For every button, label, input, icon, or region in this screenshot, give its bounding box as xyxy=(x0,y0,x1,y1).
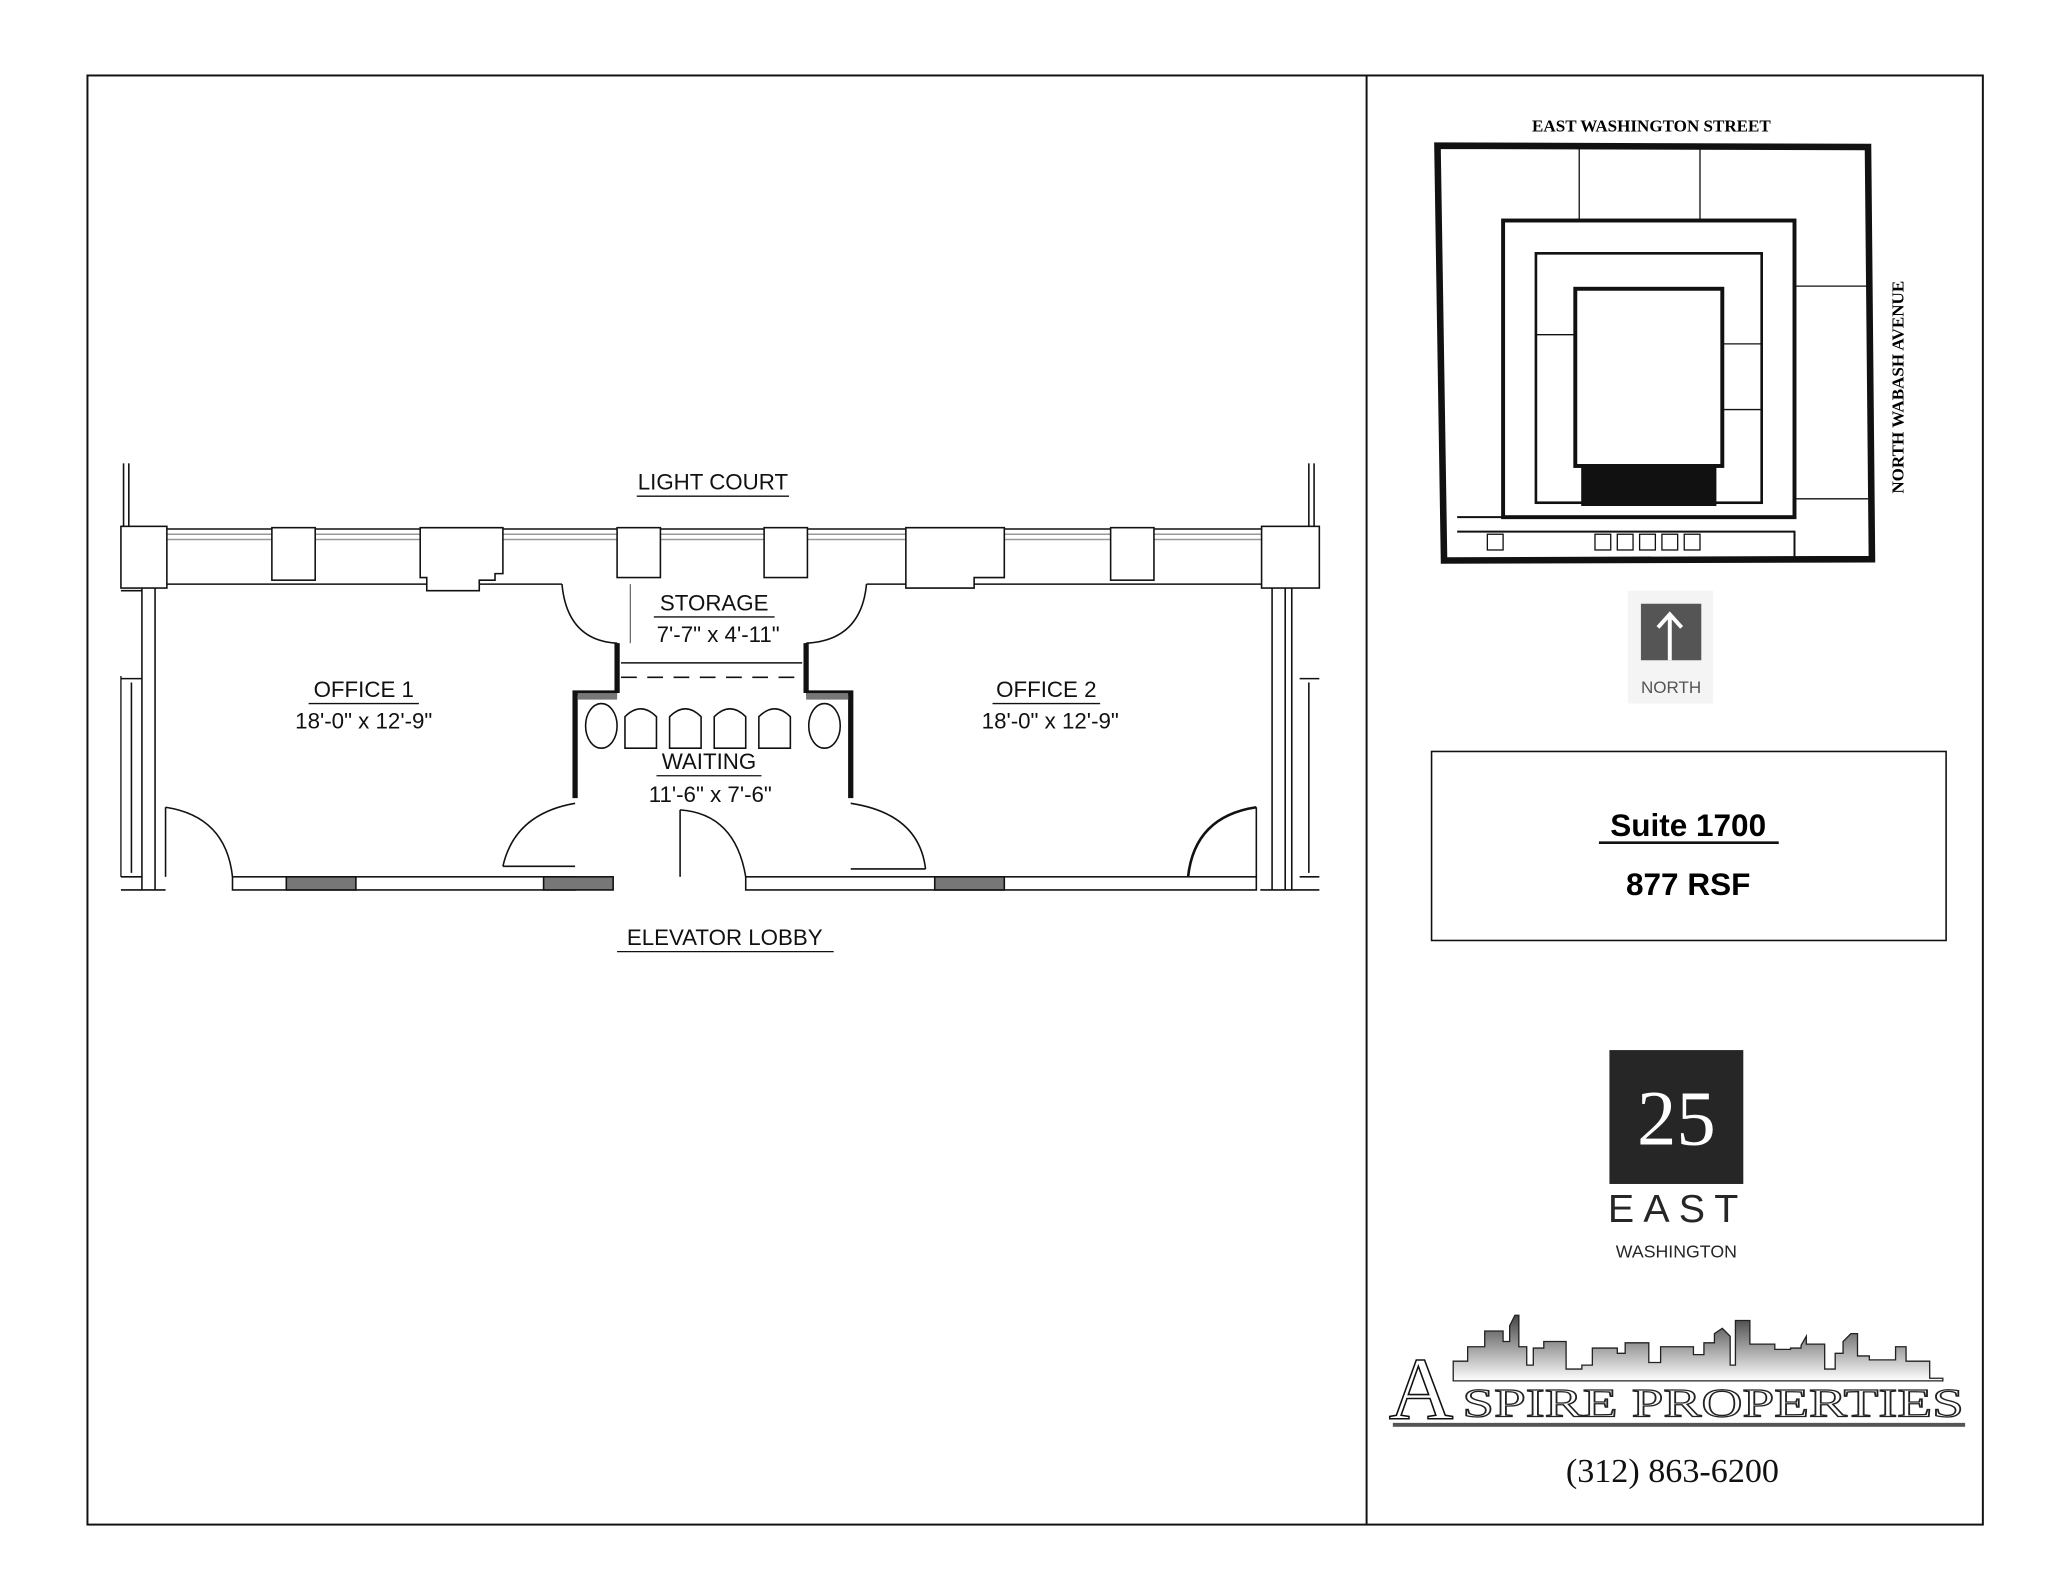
room-name-office-1: OFFICE 1 xyxy=(314,677,414,702)
svg-text:25: 25 xyxy=(1637,1076,1716,1163)
suite-floor-plan xyxy=(120,463,1321,891)
room-name-waiting: WAITING xyxy=(662,749,757,774)
room-size-waiting: 11'-6" x 7'-6" xyxy=(649,782,772,807)
svg-text:EAST: EAST xyxy=(1608,1187,1748,1231)
sheet-border xyxy=(86,74,1984,1526)
svg-text:SPIRE PROPERTIES: SPIRE PROPERTIES xyxy=(1462,1380,1963,1425)
building-key-plan xyxy=(1434,142,1876,564)
suite-area: 877 RSF xyxy=(1626,866,1750,902)
svg-text:WASHINGTON: WASHINGTON xyxy=(1616,1241,1737,1261)
room-name-storage: STORAGE xyxy=(660,590,769,615)
room-size-storage: 7'-7" x 4'-11" xyxy=(657,622,780,647)
svg-text:NORTH: NORTH xyxy=(1641,678,1701,697)
suite-info-box xyxy=(1430,750,1947,942)
room-size-office-2: 18'-0" x 12'-9" xyxy=(982,708,1119,733)
street-label-right: NORTH WABASH AVENUE xyxy=(1888,281,1907,494)
phone-number: (312) 863-6200 xyxy=(1566,1453,1779,1490)
elevator-lobby-label: ELEVATOR LOBBY xyxy=(627,925,823,950)
suite-title: Suite 1700 xyxy=(1610,807,1766,843)
room-size-office-1: 18'-0" x 12'-9" xyxy=(295,708,432,733)
street-label-top: EAST WASHINGTON STREET xyxy=(1532,116,1771,135)
light-court-label: LIGHT COURT xyxy=(638,470,789,495)
company-logo: A SPIRE PROPERTIES xyxy=(1388,1314,1966,1440)
north-arrow-icon: NORTH xyxy=(1627,590,1714,704)
building-logo: 25 EAST WASHINGTON xyxy=(1608,1050,1748,1261)
room-name-office-2: OFFICE 2 xyxy=(996,677,1096,702)
